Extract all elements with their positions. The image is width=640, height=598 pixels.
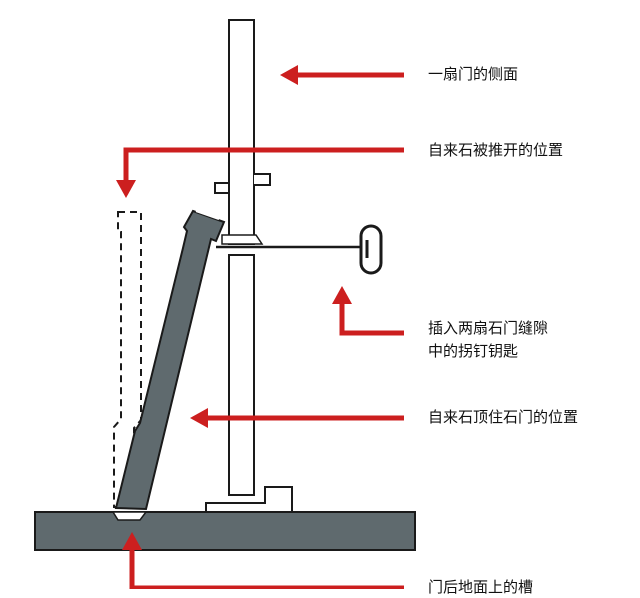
label-pushed-position: 自来石被推开的位置 — [428, 141, 564, 159]
arrow-groove-line — [129, 548, 404, 589]
key-handle — [359, 224, 383, 275]
leaning-stone — [114, 209, 226, 511]
label-groove: 门后地面上的槽 — [428, 578, 534, 596]
door-upper — [228, 19, 255, 245]
arrow-pushed-head — [116, 180, 136, 198]
label-brace-position: 自来石顶住石门的位置 — [428, 408, 579, 426]
arrow-groove-head — [122, 532, 142, 550]
arrow-key-line — [339, 302, 404, 336]
label-key-line1: 插入两扇石门缝隙 — [428, 319, 549, 337]
door-ledge — [214, 173, 271, 194]
arrow-key-head — [332, 286, 352, 304]
door-lower — [228, 254, 255, 496]
door-sill — [205, 486, 293, 513]
stone-top-highlight — [195, 210, 220, 220]
arrow-door-side-head — [280, 65, 298, 85]
floor-slab — [34, 511, 416, 551]
floor-groove — [111, 511, 148, 521]
pushed-stone-outline — [113, 211, 142, 508]
door-gap-notch — [221, 234, 264, 245]
label-door-side: 一扇门的侧面 — [428, 65, 519, 83]
arrow-pushed-line — [123, 147, 404, 182]
arrow-brace-head — [190, 408, 208, 428]
label-key-line2: 中的拐钉钥匙 — [428, 342, 519, 360]
